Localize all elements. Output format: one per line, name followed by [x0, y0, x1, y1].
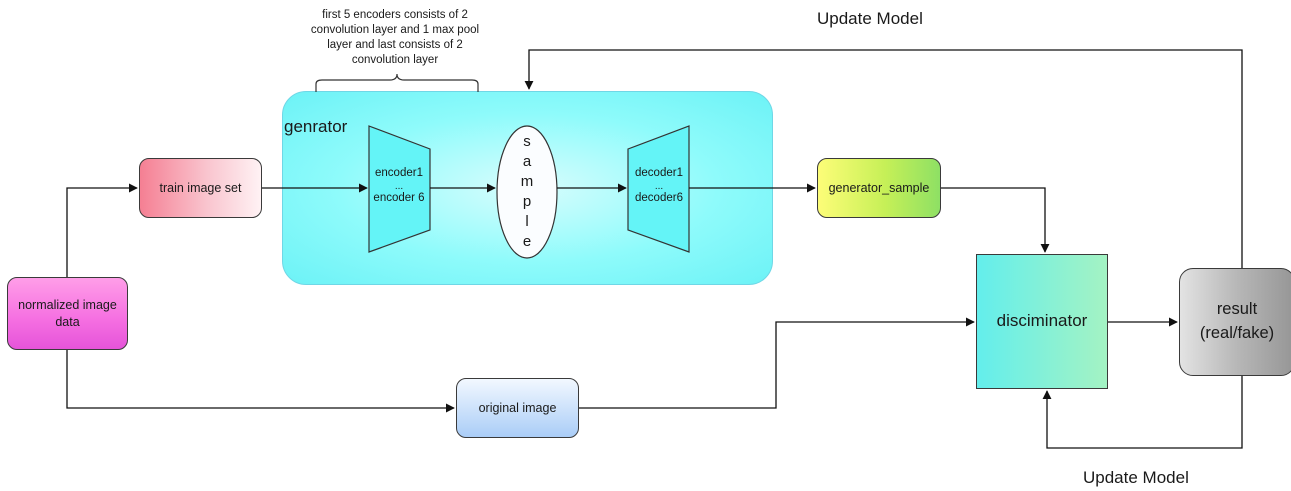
- edge-result-to-discriminator: [1042, 376, 1243, 449]
- sample-letter: m: [520, 173, 534, 190]
- edge-genSample-to-discriminator: [941, 187, 1050, 253]
- sample-label: s a m p l e: [498, 126, 556, 258]
- train-image-set-label: train image set: [159, 180, 242, 195]
- normalized-image-data-box: normalized image data: [7, 277, 128, 350]
- update-model-top-label: Update Model: [817, 9, 923, 28]
- discriminator-box: disciminator: [976, 254, 1108, 389]
- decoder-first-label: decoder1: [635, 167, 683, 179]
- sample-letter: l: [525, 213, 529, 230]
- sample-letter: p: [522, 193, 532, 210]
- sample-letter: e: [522, 233, 532, 250]
- discriminator-label: disciminator: [996, 311, 1088, 331]
- encoder-label: encoder1 ... encoder 6: [368, 166, 430, 206]
- generator-sample-label: generator_sample: [828, 180, 930, 195]
- generator-sample-box: generator_sample: [817, 158, 941, 218]
- sample-ellipse: [496, 125, 558, 259]
- encoder-dots: ...: [394, 180, 404, 192]
- encoder-note: first 5 encoders consists of 2 convoluti…: [310, 9, 480, 66]
- edge-normalized-to-original: [66, 350, 455, 413]
- encoder-shape: [368, 125, 431, 253]
- original-image-label: original image: [478, 400, 557, 415]
- sample-letter: a: [522, 153, 532, 170]
- original-image-box: original image: [456, 378, 579, 438]
- edge-original-to-discriminator: [579, 317, 975, 409]
- encoder-last-label: encoder 6: [373, 191, 425, 204]
- update-model-bottom-label: Update Model: [1083, 468, 1189, 487]
- decoder-label: decoder1 ... decoder6: [628, 166, 690, 206]
- result-sublabel: (real/fake): [1199, 324, 1275, 342]
- normalized-image-data-label: normalized image data: [18, 297, 117, 329]
- generator-title: genrator: [284, 117, 348, 136]
- train-image-set-box: train image set: [139, 158, 262, 218]
- result-label: result: [1216, 300, 1258, 319]
- encoder-note-brace: [315, 73, 479, 92]
- edge-result-to-generator: [524, 49, 1243, 268]
- decoder-shape: [627, 125, 690, 253]
- edge-normalized-to-train: [66, 183, 138, 277]
- encoder-first-label: encoder1: [375, 167, 423, 179]
- decoder-dots: ...: [654, 180, 664, 192]
- sample-letter: s: [523, 133, 531, 150]
- decoder-last-label: decoder6: [635, 191, 683, 204]
- result-box: result (real/fake): [1179, 268, 1291, 376]
